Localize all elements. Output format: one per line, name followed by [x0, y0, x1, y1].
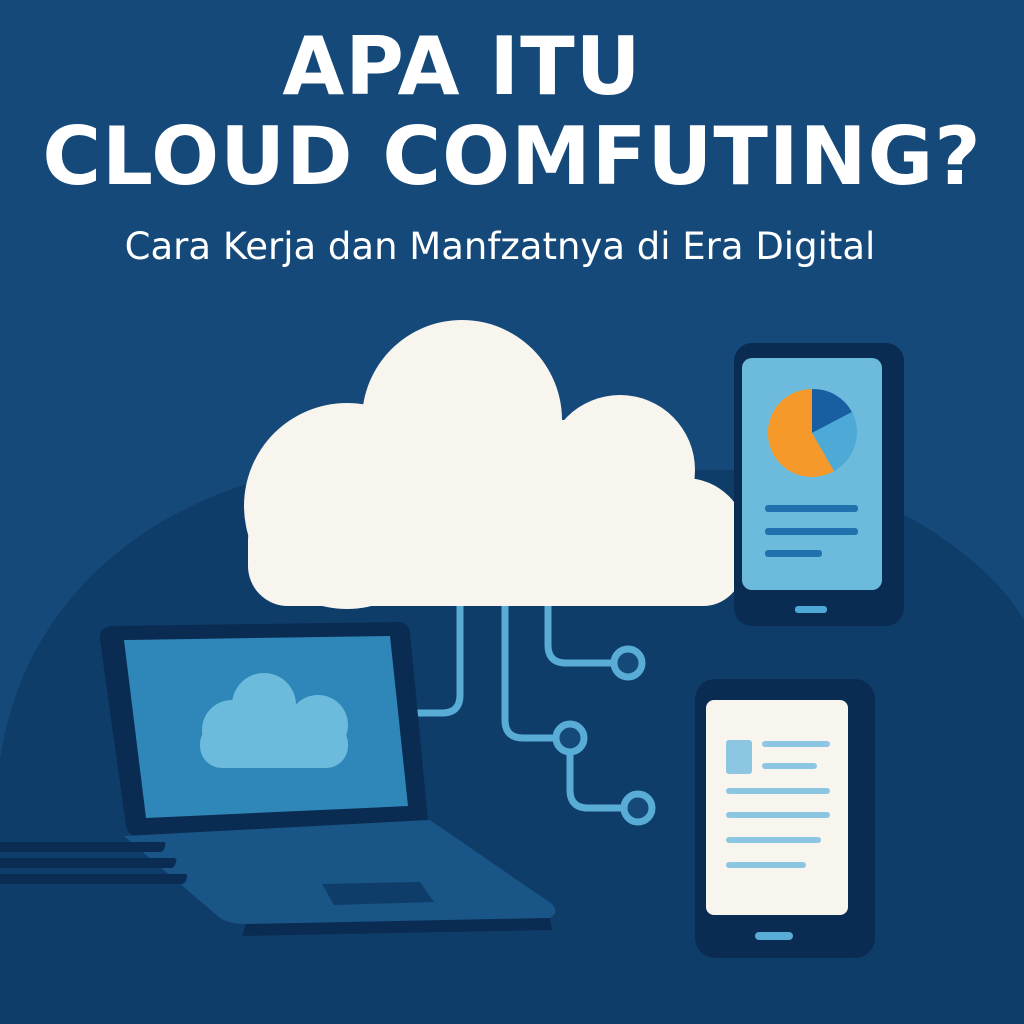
laptop-cloud-icon	[200, 673, 348, 768]
tablet-icon	[695, 679, 875, 958]
network-connector-icon	[408, 581, 626, 812]
pie-chart-icon	[767, 388, 857, 477]
connector-node-icon	[552, 645, 656, 826]
title-line-1: APA ITU	[282, 20, 642, 113]
tablet-text-lines	[726, 741, 830, 868]
laptop-icon	[0, 622, 556, 936]
keyboard-icon	[0, 842, 188, 884]
phone-icon	[734, 343, 904, 626]
phone-text-lines	[765, 505, 858, 557]
title-line-2: CLOUD COMFUTING?	[42, 110, 982, 203]
subtitle: Cara Kerja dan Manfzatnya di Era Digital	[124, 225, 876, 268]
cloud-icon	[244, 320, 747, 609]
